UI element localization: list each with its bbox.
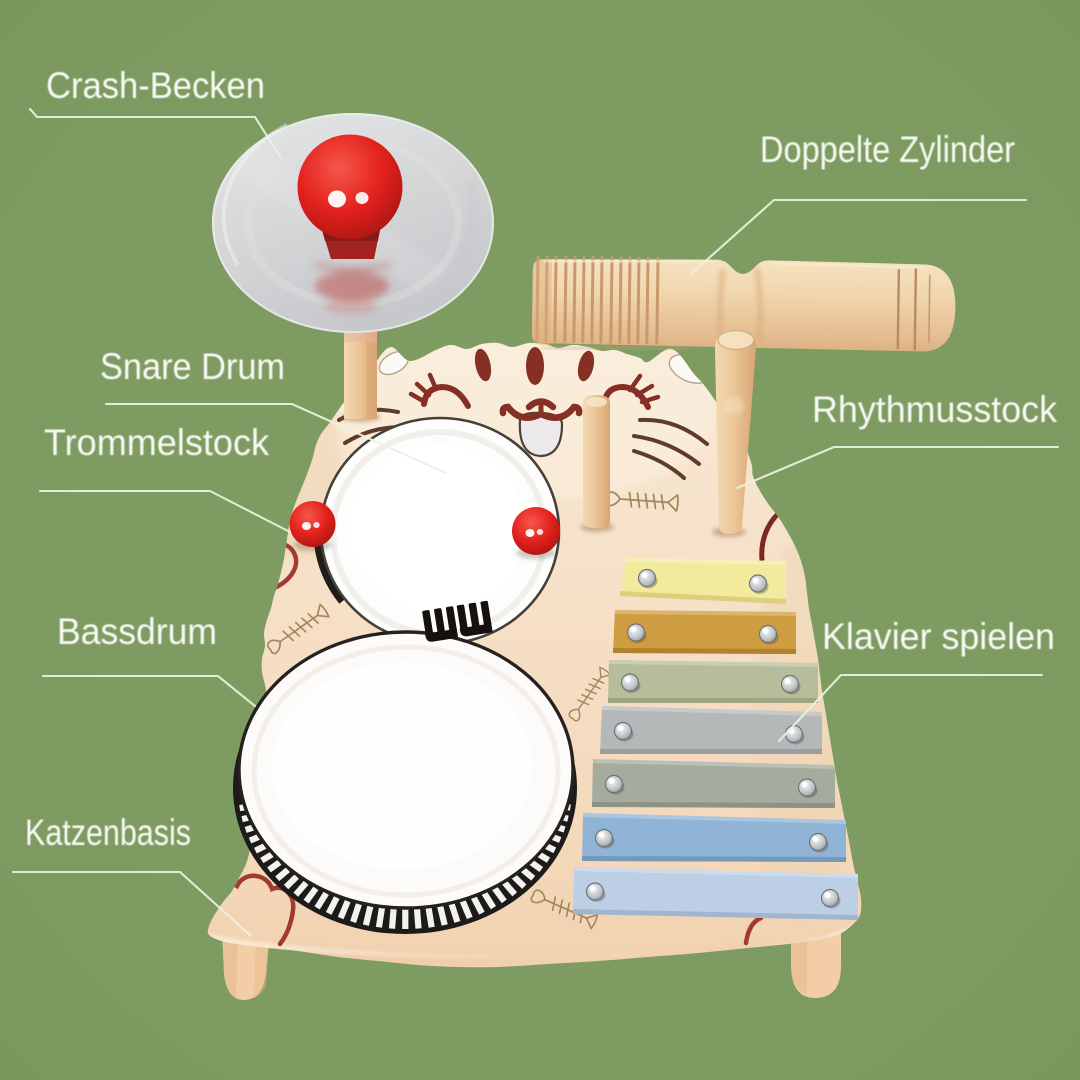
svg-text:Bassdrum: Bassdrum — [57, 611, 217, 652]
svg-text:Klavier spielen: Klavier spielen — [822, 616, 1055, 657]
svg-text:Doppelte Zylinder: Doppelte Zylinder — [760, 129, 1015, 170]
svg-text:Katzenbasis: Katzenbasis — [25, 812, 191, 853]
svg-text:Rhythmusstock: Rhythmusstock — [812, 389, 1057, 430]
svg-text:Snare Drum: Snare Drum — [100, 346, 285, 387]
svg-text:Crash-Becken: Crash-Becken — [46, 65, 265, 106]
svg-text:Trommelstock: Trommelstock — [44, 422, 269, 463]
